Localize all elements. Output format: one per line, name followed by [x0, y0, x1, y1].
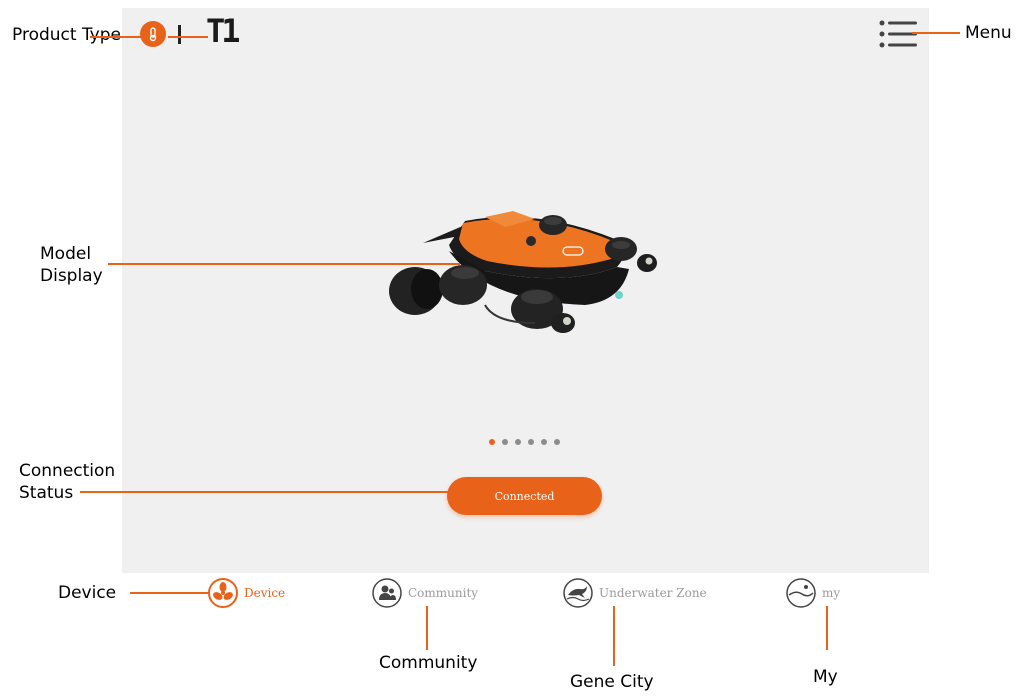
annotation-product-type: Product Type	[12, 25, 121, 45]
connection-status-button[interactable]: Connected	[447, 477, 602, 515]
annotation-gene-city: Gene City	[570, 672, 654, 692]
annotation-model-display: Model Display	[40, 244, 103, 286]
product-type-icon[interactable]	[140, 21, 166, 47]
annotation-menu: Menu	[965, 23, 1012, 43]
carousel-dot[interactable]	[502, 439, 508, 445]
device-icon	[208, 578, 238, 608]
my-icon	[786, 578, 816, 608]
product-model-name: T1	[206, 12, 240, 50]
logo-separator	[178, 25, 181, 44]
annotation-line-menu	[912, 32, 960, 34]
annotation-line-gene-city	[613, 606, 615, 666]
thermometer-icon	[149, 27, 157, 42]
carousel-dot[interactable]	[541, 439, 547, 445]
underwater-drone-model[interactable]	[385, 205, 665, 345]
annotation-line-device	[130, 592, 210, 594]
carousel-dot[interactable]	[554, 439, 560, 445]
annotation-line-product-type-2	[168, 36, 208, 38]
annotation-connection-status: Connection Status	[19, 461, 116, 503]
nav-tab-community[interactable]: Community	[372, 576, 478, 610]
nav-tab-my[interactable]: my	[786, 576, 840, 610]
community-icon	[372, 578, 402, 608]
nav-label-my: my	[822, 586, 841, 600]
carousel-dot[interactable]	[515, 439, 521, 445]
nav-tab-device[interactable]: Device	[208, 576, 285, 610]
carousel-dot[interactable]	[489, 439, 495, 445]
annotation-line-my	[826, 606, 828, 650]
carousel-dot[interactable]	[528, 439, 534, 445]
annotation-line-model-display	[108, 263, 460, 265]
menu-icon[interactable]	[878, 19, 918, 49]
nav-label-underwater-zone: Underwater Zone	[599, 586, 707, 600]
annotation-line-connection-status	[80, 491, 450, 493]
nav-label-community: Community	[408, 586, 479, 600]
annotation-device: Device	[58, 583, 117, 603]
carousel-pagination	[489, 439, 560, 445]
nav-tab-underwater-zone[interactable]: Underwater Zone	[563, 576, 707, 610]
annotation-line-product-type	[90, 36, 142, 38]
annotation-community: Community	[379, 653, 478, 673]
underwater-zone-icon	[563, 578, 593, 608]
annotation-my: My	[813, 667, 838, 687]
nav-label-device: Device	[244, 586, 286, 600]
annotation-line-community	[426, 606, 428, 650]
